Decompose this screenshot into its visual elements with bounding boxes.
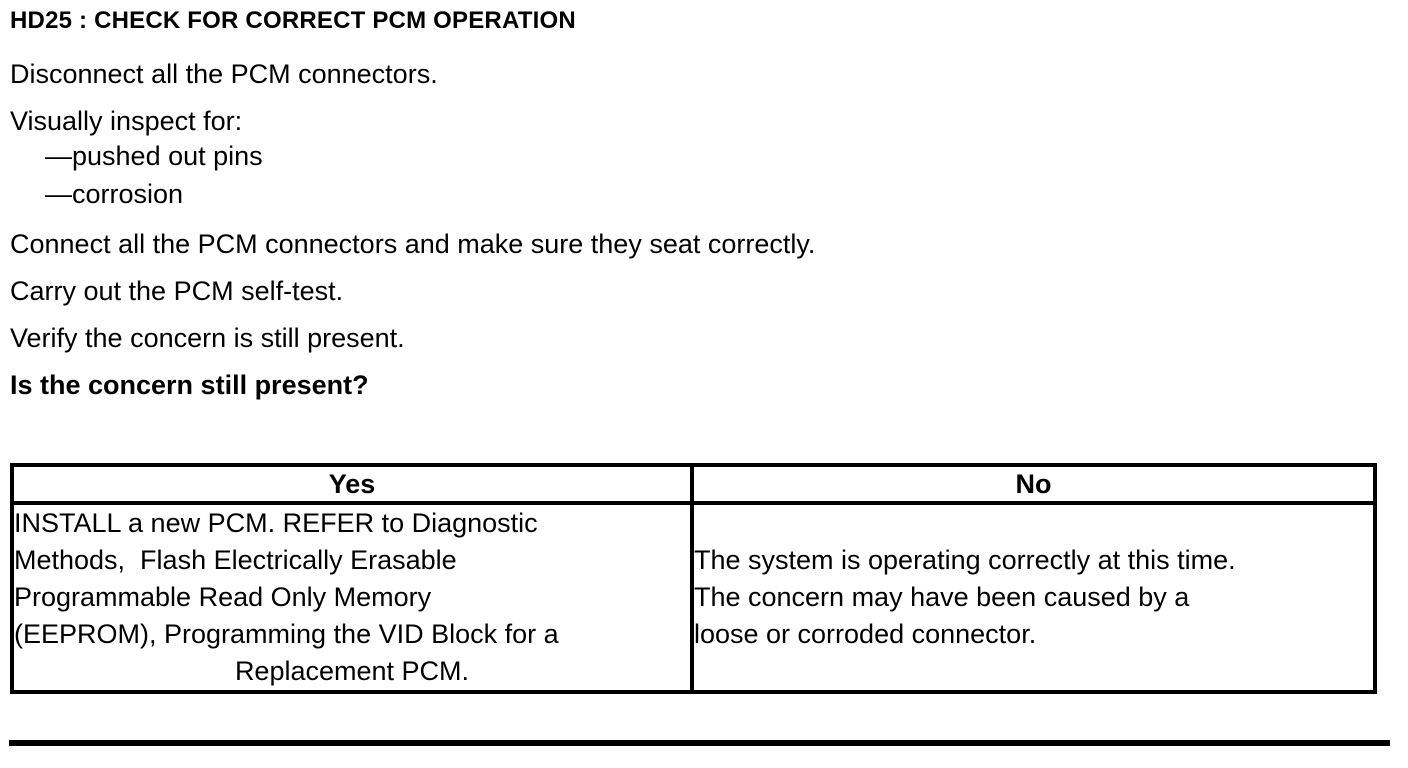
page-divider-rule [9, 740, 1390, 746]
step-connect: Connect all the PCM connectors and make … [10, 229, 816, 259]
table-header-row: Yes No [10, 463, 1378, 505]
no-action-line: loose or corroded connector. [693, 619, 1037, 649]
step-disconnect: Disconnect all the PCM connectors. [10, 59, 438, 89]
column-header-yes: Yes [10, 463, 694, 505]
yes-action-line: Programmable Read Only Memory [14, 582, 432, 612]
inspect-item-corrosion: —corrosion [45, 179, 184, 209]
step-verify: Verify the concern is still present. [10, 323, 405, 353]
yes-action-line: Methods, Flash Electrically Erasable [14, 545, 457, 575]
column-header-no: No [689, 463, 1378, 505]
no-action-line: The concern may have been caused by a [693, 582, 1190, 612]
yes-action-cell: INSTALL a new PCM. REFER to Diagnostic M… [10, 501, 694, 694]
no-action-line: The system is operating correctly at thi… [693, 545, 1236, 575]
yes-action-line-last: Replacement PCM. [234, 656, 470, 686]
decision-question: Is the concern still present? [10, 370, 369, 400]
yes-action-line: INSTALL a new PCM. REFER to Diagnostic [14, 508, 538, 538]
step-selftest: Carry out the PCM self-test. [10, 276, 344, 306]
table-body-row: INSTALL a new PCM. REFER to Diagnostic M… [10, 501, 1378, 694]
inspect-item-pushed-out-pins: —pushed out pins [45, 141, 263, 171]
no-action-cell: The system is operating correctly at thi… [689, 501, 1378, 694]
yes-action-line: (EEPROM), Programming the VID Block for … [14, 619, 559, 649]
step-inspect-heading: Visually inspect for: [10, 106, 243, 136]
yes-no-result-table: Yes No INSTALL a new PCM. REFER to Diagn… [10, 463, 1378, 694]
pinpoint-test-title: HD25 : CHECK FOR CORRECT PCM OPERATION [10, 7, 576, 34]
